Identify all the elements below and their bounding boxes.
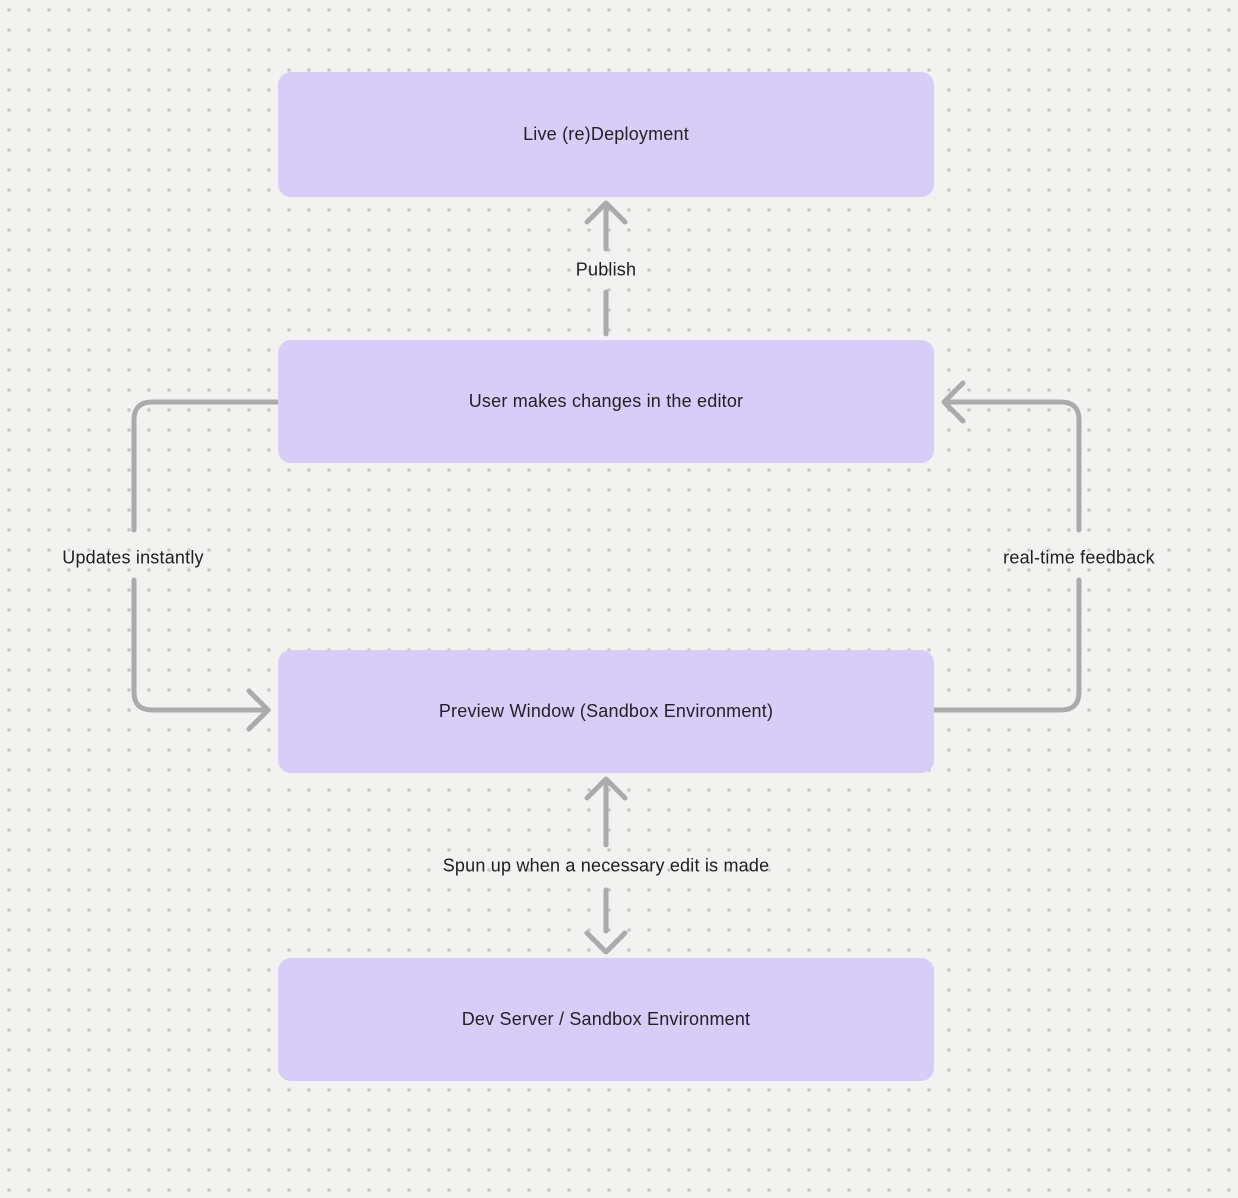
- node-label: Live (re)Deployment: [523, 124, 689, 144]
- node-label: User makes changes in the editor: [468, 391, 744, 411]
- arrowhead-up-icon: [584, 200, 628, 225]
- node-user-editor[interactable]: User makes changes in the editor: [278, 340, 934, 463]
- arrowhead-left-icon: [941, 380, 966, 424]
- node-label: Dev Server / Sandbox Environment: [461, 1009, 751, 1029]
- node-preview-window[interactable]: Preview Window (Sandbox Environment): [278, 650, 934, 773]
- node-live-redeployment[interactable]: Live (re)Deployment: [278, 72, 934, 197]
- edge-label-real-time-feedback: real-time feedback: [1003, 547, 1155, 568]
- arrowhead-up-icon: [584, 776, 628, 801]
- arrowhead-down-icon: [584, 930, 628, 955]
- edge-label-publish: Publish: [575, 259, 637, 280]
- edge-label-updates-instantly: Updates instantly: [62, 547, 204, 568]
- edge-real-time-feedback-arrow: [932, 380, 1082, 713]
- arrowhead-right-icon: [246, 688, 271, 732]
- node-label: Preview Window (Sandbox Environment): [438, 701, 774, 721]
- edge-label-spun-up: Spun up when a necessary edit is made: [442, 855, 770, 876]
- node-dev-server[interactable]: Dev Server / Sandbox Environment: [278, 958, 934, 1081]
